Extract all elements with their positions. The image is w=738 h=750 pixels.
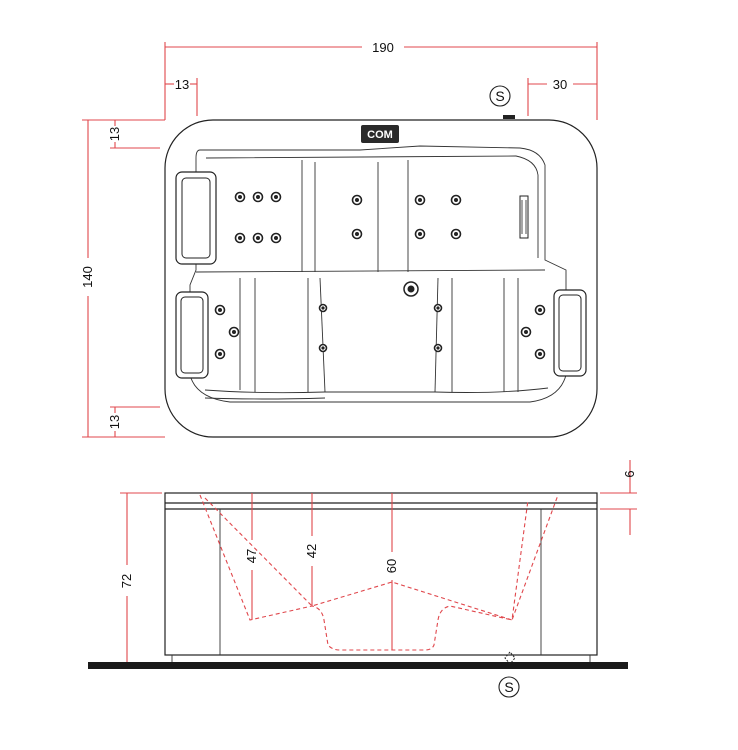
headrest-top-left (175, 171, 217, 265)
floor-line (88, 662, 628, 669)
service-bottom-label: S (504, 679, 513, 695)
control-panel-badge (361, 125, 399, 143)
dimension-seat-depth-mid: 42 (304, 493, 319, 606)
tub-top-view: COM (164, 119, 598, 438)
overall-depth-label: 140 (80, 266, 95, 288)
jets-lower-left (214, 304, 240, 360)
total-height-label: 72 (119, 574, 134, 588)
jets-seat-left (234, 191, 282, 244)
dimension-right-offset: 30 (527, 77, 597, 116)
dimension-overall-width: 190 (164, 40, 598, 120)
dimension-total-height: 72 (119, 492, 162, 662)
interior-profile-inner (204, 497, 529, 621)
jets-lower-sides (318, 303, 443, 353)
tub-side-view: 72 47 42 60 6 (88, 460, 637, 698)
dimension-left-offset: 13 (165, 77, 198, 116)
jets-seat-center (351, 194, 363, 240)
seat-depth-left-label: 47 (244, 549, 259, 563)
dimension-seat-depth-left: 47 (244, 493, 259, 620)
armrest-bottom-left (175, 291, 209, 379)
well-depth-label: 60 (384, 559, 399, 573)
dimension-bottom-rim: 13 (107, 406, 160, 437)
tub-inner-rim (189, 145, 567, 403)
control-panel-label: COM (367, 129, 393, 141)
jets-seat-right (414, 194, 462, 240)
dimension-top-rim: 13 (107, 120, 160, 149)
jets-lower-right (520, 304, 546, 360)
tub-outer-shell (164, 119, 598, 438)
left-offset-label: 13 (175, 77, 189, 92)
rim-thickness-label: 6 (622, 470, 637, 477)
overall-width-label: 190 (372, 40, 394, 55)
right-offset-label: 30 (553, 77, 567, 92)
interior-profile-outer (199, 494, 559, 651)
seat-depth-mid-label: 42 (304, 544, 319, 558)
tub-side-body (164, 492, 598, 656)
armrest-right (553, 289, 587, 377)
bottom-rim-label: 13 (107, 415, 122, 429)
dimension-rim-thickness: 6 (600, 460, 637, 535)
control-strip (519, 195, 529, 239)
dimension-well-depth: 60 (384, 493, 399, 650)
top-rim-label: 13 (107, 127, 122, 141)
service-top-label: S (495, 88, 504, 104)
dimension-overall-depth: 140 (80, 119, 165, 438)
service-marker-bottom: S (498, 651, 520, 698)
service-marker-top: S (489, 85, 515, 119)
